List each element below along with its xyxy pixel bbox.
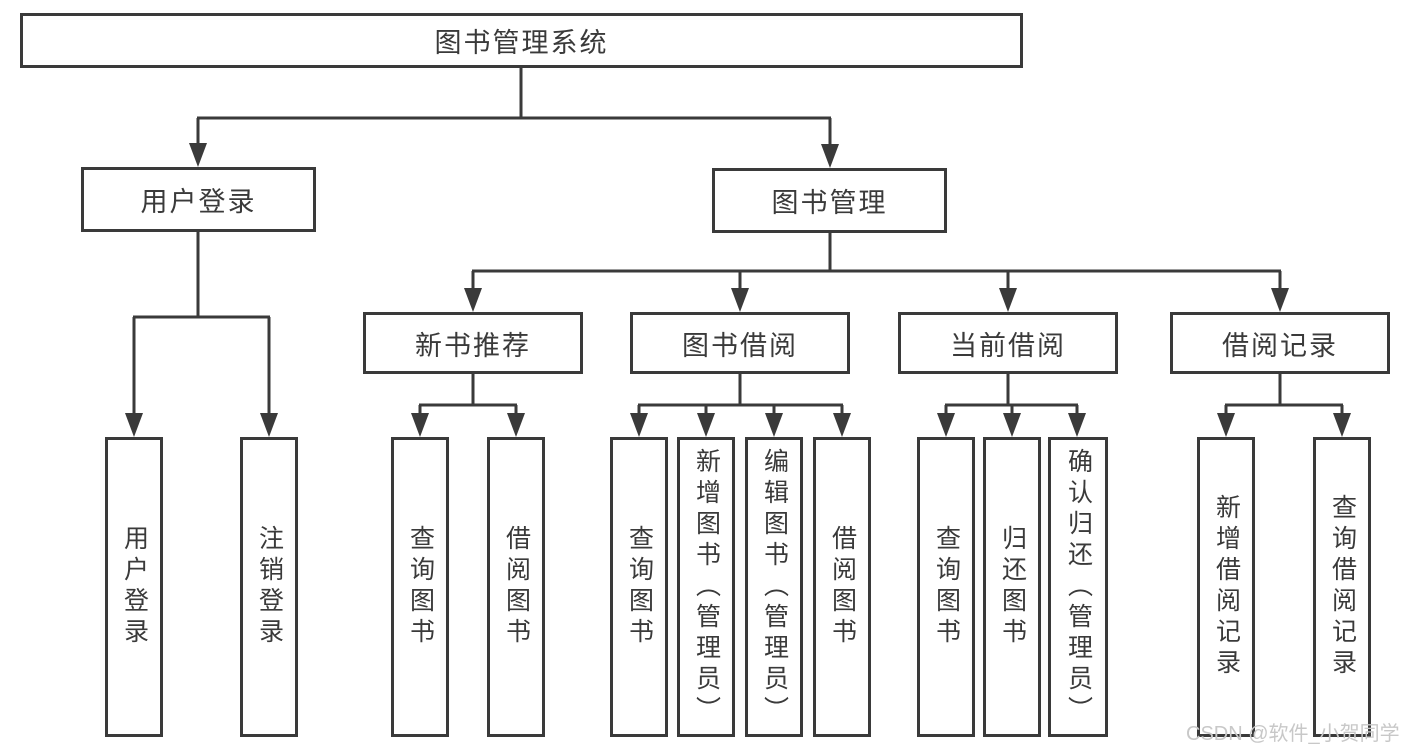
node-user-login: 用户登录 [81,167,316,232]
leaf-add-borrow-record: 新增借阅记录 [1197,437,1255,737]
node-book-borrow: 图书借阅 [630,312,850,374]
leaf-logout: 注销登录 [240,437,298,737]
node-root-system: 图书管理系统 [20,13,1023,68]
leaf-label: 确认归还（管理员） [1064,447,1093,727]
leaf-borrow-book: 借阅图书 [813,437,871,737]
leaf-return-book: 归还图书 [983,437,1041,737]
leaf-label: 用户登录 [120,525,149,649]
leaf-label: 查询借阅记录 [1328,494,1357,680]
leaf-add-book-admin: 新增图书（管理员） [677,437,735,737]
leaf-label: 归还图书 [998,525,1027,649]
leaf-edit-book-admin: 编辑图书（管理员） [745,437,803,737]
leaf-borrow-book-recommend: 借阅图书 [487,437,545,737]
leaf-label: 编辑图书（管理员） [760,447,789,727]
leaf-label: 新增图书（管理员） [692,447,721,727]
leaf-confirm-return-admin: 确认归还（管理员） [1048,437,1108,737]
leaf-user-login: 用户登录 [105,437,163,737]
leaf-query-book-current: 查询图书 [917,437,975,737]
csdn-watermark: CSDN @软件_小贺同学 [1186,723,1400,745]
node-book-management: 图书管理 [712,168,947,233]
leaf-label: 借阅图书 [502,525,531,649]
leaf-query-borrow-record: 查询借阅记录 [1313,437,1371,737]
leaf-label: 新增借阅记录 [1212,494,1241,680]
leaf-label: 注销登录 [255,525,284,649]
leaf-label: 查询图书 [625,525,654,649]
node-borrow-records: 借阅记录 [1170,312,1390,374]
node-new-book-recommend: 新书推荐 [363,312,583,374]
leaf-label: 查询图书 [932,525,961,649]
leaf-label: 查询图书 [406,525,435,649]
leaf-query-book-borrow: 查询图书 [610,437,668,737]
node-current-borrow: 当前借阅 [898,312,1118,374]
leaf-query-book-recommend: 查询图书 [391,437,449,737]
leaf-label: 借阅图书 [828,525,857,649]
